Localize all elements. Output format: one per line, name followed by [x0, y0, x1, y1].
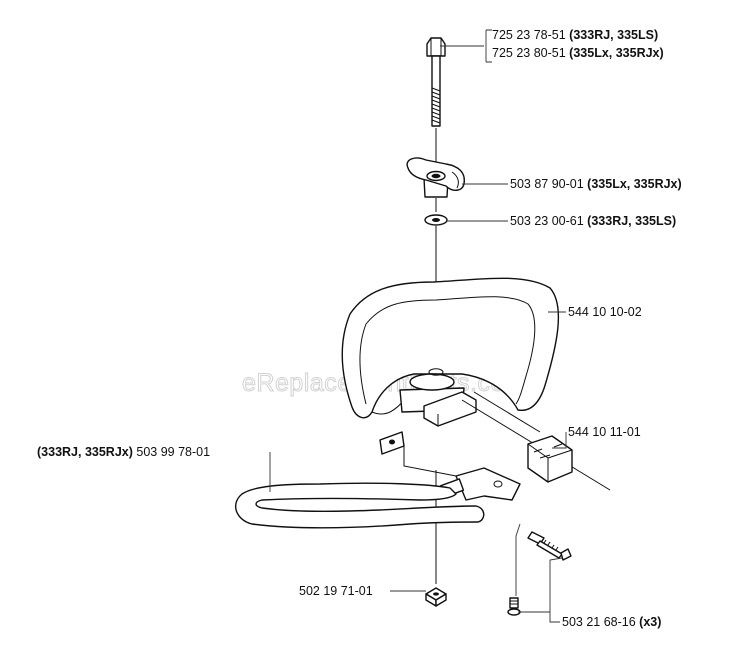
- label-clamp: 544 10 11-01: [568, 425, 641, 439]
- shaft-line-upper: [473, 391, 541, 433]
- label-nut: 502 19 71-01: [299, 584, 373, 598]
- leader-bolt-ticks: [486, 29, 492, 63]
- long-bolt: [426, 37, 446, 127]
- label-washer: 503 23 00-61 (333RJ, 335LS): [510, 214, 676, 228]
- square-nut: [425, 587, 447, 607]
- label-screw: 503 21 68-16 (x3): [562, 615, 661, 629]
- guard-rod: [234, 482, 485, 529]
- loop-handle: [341, 277, 560, 455]
- label-knob: 503 87 90-01 (335Lx, 335RJx): [510, 177, 682, 191]
- leader-bracket-screw: [515, 523, 521, 596]
- leader-screw: [518, 557, 563, 623]
- small-screw: [507, 597, 521, 616]
- label-guard: (333RJ, 335RJx) 503 99 78-01: [37, 445, 210, 459]
- label-bolt-b: 725 23 80-51 (335Lx, 335RJx): [492, 46, 664, 60]
- clamp-block: [527, 435, 573, 483]
- leader-clamp: [552, 432, 567, 449]
- wing-knob: [406, 157, 465, 198]
- label-handle: 544 10 10-02: [568, 305, 642, 319]
- washer: [424, 214, 448, 226]
- screw: [527, 531, 572, 561]
- label-bolt-a: 725 23 78-51 (333RJ, 335LS): [492, 28, 658, 42]
